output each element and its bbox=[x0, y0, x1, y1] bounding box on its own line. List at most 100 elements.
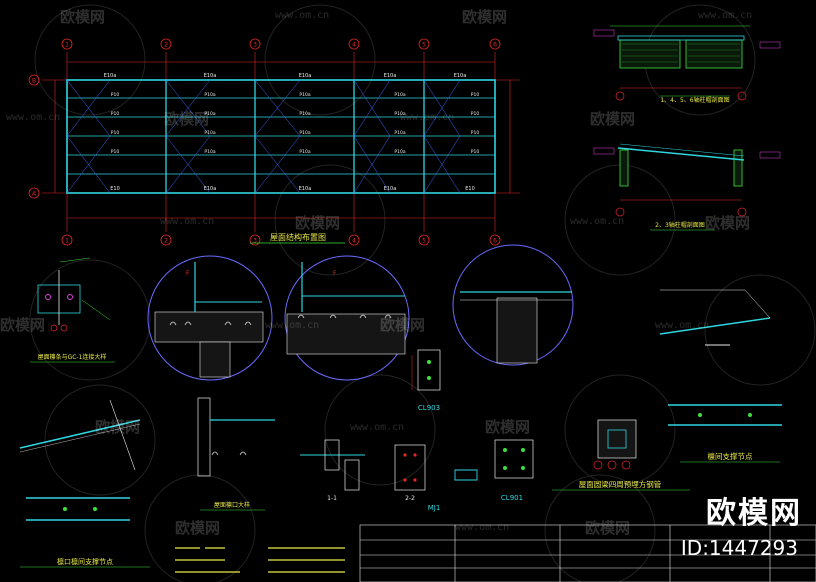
grid-num-3: 3 bbox=[253, 42, 257, 49]
purlin-label-3a: P10a bbox=[299, 92, 310, 98]
purlin-label-5b: P10 bbox=[471, 111, 480, 117]
grid-letter-a: A bbox=[32, 191, 37, 198]
plan-beam-labels: E10a E10a E10a E10a E10a E10 E10a E10a E… bbox=[104, 73, 475, 192]
purlin-label-5c: P10 bbox=[471, 130, 480, 136]
watermark-url: www.om.cn bbox=[6, 112, 61, 123]
purlin-connection-detail: 屋面檩条与GC-1连接大样 bbox=[30, 257, 115, 363]
circle-detail-3 bbox=[452, 244, 574, 366]
sec-2-2-label: 2-2 bbox=[405, 495, 415, 502]
detail-2-title: 2、3轴柱帽剖面图 bbox=[655, 221, 705, 229]
purlin-label-1c: P10 bbox=[111, 130, 120, 136]
plan-bracing bbox=[66, 79, 461, 194]
watermark-url: www.om.cn bbox=[455, 522, 510, 533]
watermark-brand: 欧模网 bbox=[164, 110, 210, 128]
watermark-circles bbox=[29, 4, 816, 582]
grid-num-4: 4 bbox=[352, 42, 356, 49]
purlin-label-4c: P10a bbox=[394, 130, 405, 136]
watermark-brand: 欧模网 bbox=[462, 8, 508, 26]
plan-purlin-labels: P10 P10 P10 P10 P10a P10a P10a P10a P10a… bbox=[111, 92, 480, 155]
purlin-label-1b: P10 bbox=[111, 111, 120, 117]
sec-1-1-label: 1-1 bbox=[327, 495, 337, 502]
purlin-label-2a: P10a bbox=[204, 92, 215, 98]
circle-1-mark: F bbox=[186, 270, 190, 277]
watermark-brand: 欧模网 bbox=[590, 110, 636, 128]
purlin-label-2c: P10a bbox=[204, 130, 215, 136]
detail-7-title: 屋面圆梁四周预埋方钢管 bbox=[579, 479, 662, 489]
beam-label-top-2: E10a bbox=[204, 73, 217, 79]
watermark-brand: 欧模网 bbox=[0, 316, 46, 334]
grid-axes bbox=[42, 52, 520, 232]
purlin-label-3c: P10a bbox=[299, 130, 310, 136]
roof-eave-detail: 屋面檩口大样 bbox=[197, 397, 275, 511]
plan-title: 屋面结构布置图 bbox=[270, 232, 326, 242]
plan-purlins bbox=[67, 97, 495, 175]
watermark-brand: 欧模网 bbox=[380, 316, 426, 334]
grid-letter-b: B bbox=[32, 78, 36, 85]
purlin-label-2d: P10a bbox=[204, 149, 215, 155]
cl903-label: CL903 bbox=[418, 404, 440, 412]
grid-num-3-bottom: 3 bbox=[253, 238, 257, 245]
cl903-detail: CL903 bbox=[411, 349, 441, 412]
grid-num-1-bottom: 1 bbox=[65, 238, 69, 245]
title-block bbox=[359, 524, 816, 582]
purlin-label-4b: P10a bbox=[394, 111, 405, 117]
beam-label-bottom-1: E10 bbox=[110, 186, 120, 192]
watermark-brand: 欧模网 bbox=[60, 8, 106, 26]
watermark-url: www.om.cn bbox=[400, 112, 455, 123]
watermark-url: www.om.cn bbox=[698, 10, 753, 21]
beam-label-bottom-4: E10a bbox=[384, 186, 397, 192]
watermark-big-brand: 欧模网 bbox=[706, 496, 802, 531]
watermark-brand: 欧模网 bbox=[585, 519, 631, 537]
cl901-detail: CL901 bbox=[494, 439, 534, 502]
plan-outline bbox=[66, 79, 496, 194]
watermark-url: www.om.cn bbox=[275, 10, 330, 21]
mj1-detail: MJ1 bbox=[428, 469, 478, 512]
mj1-label: MJ1 bbox=[428, 504, 441, 512]
grid-num-1: 1 bbox=[65, 42, 69, 49]
grid-num-2-bottom: 2 bbox=[164, 238, 168, 245]
eave-bracing-detail: 檩口檩间支撑节点 bbox=[19, 399, 150, 568]
beam-label-top-5: E10a bbox=[454, 73, 467, 79]
beam-label-top-4: E10a bbox=[384, 73, 397, 79]
watermark-brand: 欧模网 bbox=[95, 418, 141, 436]
beam-label-bottom-3: E10a bbox=[299, 186, 312, 192]
purlin-bracing-detail-right: 檩间支撑节点 bbox=[659, 289, 782, 463]
watermark-url: www.om.cn bbox=[655, 320, 710, 331]
grid-num-6: 6 bbox=[493, 42, 497, 49]
beam-label-top-1: E10a bbox=[104, 73, 117, 79]
watermark-id: ID:1447293 bbox=[680, 536, 798, 560]
steel-tube-embed-detail: 屋面圆梁四周预埋方钢管 bbox=[552, 419, 690, 491]
watermark-brand: 欧模网 bbox=[485, 418, 531, 436]
grid-num-5-bottom: 5 bbox=[422, 238, 426, 245]
circle-2-mark: F bbox=[333, 270, 337, 277]
watermark-url: www.om.cn bbox=[570, 216, 625, 227]
detail-6-title: 檩间支撑节点 bbox=[708, 451, 753, 461]
column-cap-section-2: 2、3轴柱帽剖面图 bbox=[593, 143, 781, 231]
detail-4-title: 屋面檩口大样 bbox=[214, 501, 250, 509]
circle-detail-2: F bbox=[284, 255, 410, 381]
watermark-brand: 欧模网 bbox=[175, 519, 221, 537]
purlin-label-3b: P10a bbox=[299, 111, 310, 117]
grid-bubbles-top bbox=[28, 38, 501, 246]
detail-3-title: 屋面檩条与GC-1连接大样 bbox=[38, 353, 107, 361]
section-2-2: 2-2 bbox=[394, 444, 426, 502]
general-notes bbox=[175, 547, 345, 573]
grid-num-2: 2 bbox=[164, 42, 168, 49]
beam-label-bottom-2: E10a bbox=[204, 186, 217, 192]
cl901-label: CL901 bbox=[501, 494, 523, 502]
purlin-label-5d: P10 bbox=[471, 149, 480, 155]
watermark-url: www.om.cn bbox=[160, 216, 215, 227]
watermark-url: www.om.cn bbox=[265, 320, 320, 331]
watermark-url: www.om.cn bbox=[350, 422, 405, 433]
column-cap-section-1: 1、4、5、6轴柱帽剖面图 bbox=[593, 25, 781, 104]
grid-num-6-bottom: 6 bbox=[493, 238, 497, 245]
purlin-label-3d: P10a bbox=[299, 149, 310, 155]
beam-label-top-3: E10a bbox=[299, 73, 312, 79]
detail-5-title: 檩口檩间支撑节点 bbox=[57, 557, 113, 566]
circle-detail-1: F bbox=[147, 255, 273, 381]
watermark-brand: 欧模网 bbox=[705, 214, 751, 232]
purlin-label-1d: P10 bbox=[111, 149, 120, 155]
purlin-label-4d: P10a bbox=[394, 149, 405, 155]
watermark-brand: 欧模网 bbox=[295, 214, 341, 232]
